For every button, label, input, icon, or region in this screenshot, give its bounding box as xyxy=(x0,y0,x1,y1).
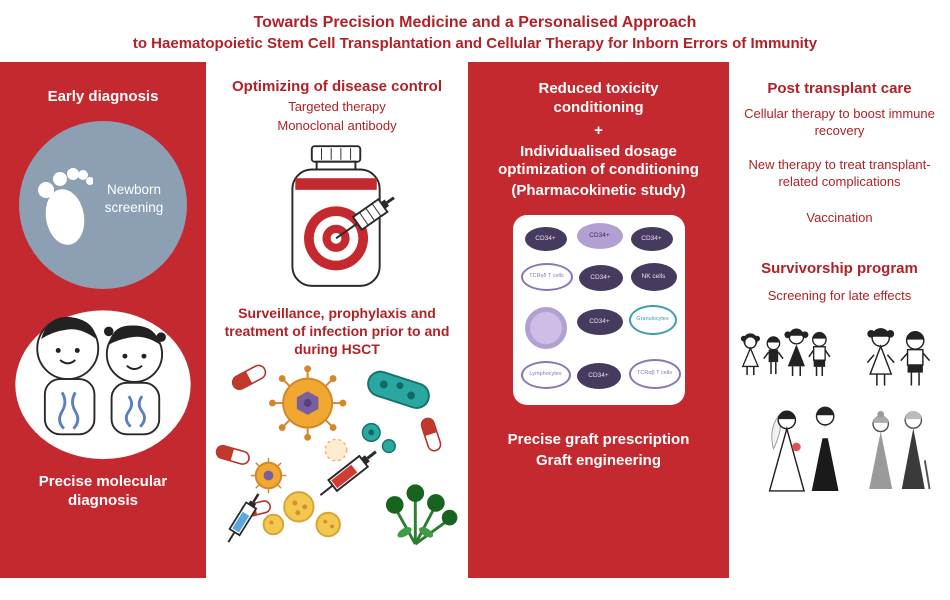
pharmacokinetic-study-label: (Pharmacokinetic study) xyxy=(511,182,686,199)
targeted-therapy-jar-illustration xyxy=(206,143,468,296)
column-disease-control: Optimizing of disease control Targeted t… xyxy=(206,62,468,578)
precise-molecular-diagnosis-label: Precise molecular diagnosis xyxy=(38,472,168,509)
cellular-therapy-label: Cellular therapy to boost immune recover… xyxy=(744,105,935,139)
reduced-toxicity-heading: Reduced toxicity conditioning xyxy=(538,80,659,116)
disease-control-heading: Optimizing of disease control xyxy=(231,78,443,95)
family-figures-illustration xyxy=(729,315,950,510)
targeted-therapy-label: Targeted therapy xyxy=(288,98,386,114)
title-banner: Towards Precision Medicine and a Persona… xyxy=(0,0,950,62)
columns: Early diagnosis Newborn screening xyxy=(0,62,950,578)
infection-surveillance-heading: Surveillance, prophylaxis and treatment … xyxy=(224,304,450,357)
cell-cd34: CD34+ xyxy=(578,264,623,291)
column-post-transplant: Post transplant care Cellular therapy to… xyxy=(729,62,950,578)
pill-jar-target-icon xyxy=(291,144,395,287)
cell-stem-cell xyxy=(524,306,567,349)
precise-graft-prescription-label: Precise graft prescription xyxy=(507,430,690,448)
children-drawing-icon xyxy=(15,310,191,459)
title-line-1: Towards Precision Medicine and a Persona… xyxy=(253,14,697,31)
individualised-dosage-heading: Individualised dosage optimization of co… xyxy=(498,142,699,179)
newborn-screening-circle: Newborn screening xyxy=(19,120,187,289)
cell-cd34: CD34+ xyxy=(630,226,673,251)
title-line-2: to Haematopoietic Stem Cell Transplantat… xyxy=(132,35,818,52)
early-diagnosis-heading: Early diagnosis xyxy=(47,88,159,105)
newborn-screening-label: Newborn screening xyxy=(104,181,164,215)
vaccination-label: Vaccination xyxy=(806,209,873,225)
cell-cd34: CD34+ xyxy=(576,362,621,389)
pathogens-and-drugs-icon xyxy=(215,364,458,546)
family-figures-icon xyxy=(740,327,931,492)
monoclonal-antibody-label: Monoclonal antibody xyxy=(277,117,397,133)
cell-tcr-gd-t-cells: TCRγδ T cells xyxy=(520,262,573,291)
cell-lymphocytes: Lymphocytes xyxy=(520,360,571,389)
survivorship-program-heading: Survivorship program xyxy=(761,260,918,278)
cell-cd34: CD34+ xyxy=(576,308,623,335)
children-illustration xyxy=(12,299,194,461)
graft-engineering-label: Graft engineering xyxy=(535,451,662,469)
late-effects-label: Screening for late effects xyxy=(767,288,912,304)
cell-cd34: CD34+ xyxy=(524,226,567,251)
cell-cd34: CD34+ xyxy=(576,222,623,249)
footprint-icon xyxy=(38,167,93,245)
column-early-diagnosis: Early diagnosis Newborn screening xyxy=(0,62,206,578)
post-transplant-care-heading: Post transplant care xyxy=(767,80,912,97)
cell-nk-cells: NK cells xyxy=(630,262,677,291)
new-therapy-label: New therapy to treat transplant-related … xyxy=(748,156,931,190)
plus-sign: + xyxy=(594,121,603,139)
column-conditioning: Reduced toxicity conditioning + Individu… xyxy=(468,62,729,578)
cell-tcr-ab-t-cells: TCRαβ T cells xyxy=(628,358,681,389)
cell-granulocytes: Granulocytes xyxy=(628,304,677,335)
infection-illustration xyxy=(206,360,468,551)
graft-cells-panel: CD34+ CD34+ CD34+ TCRγδ T cells CD34+ NK… xyxy=(512,214,685,405)
